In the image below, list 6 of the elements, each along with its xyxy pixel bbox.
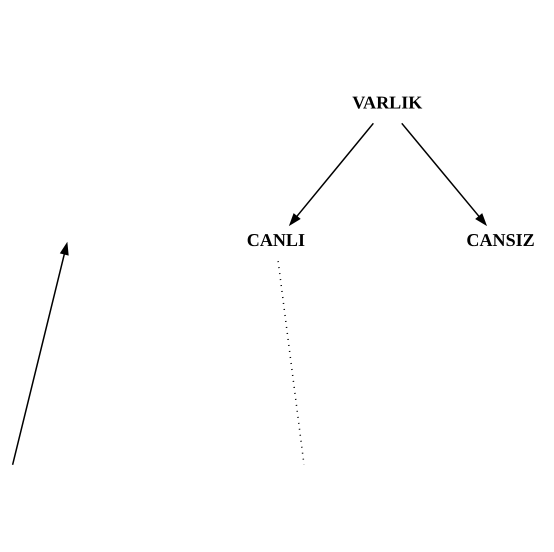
arrow — [401, 122, 488, 226]
node-text: CANLI — [246, 230, 306, 250]
arrow — [288, 122, 374, 226]
node-text: CANSIZ — [466, 230, 535, 250]
connector — [277, 260, 305, 464]
node-text: VARLIK — [352, 92, 422, 112]
